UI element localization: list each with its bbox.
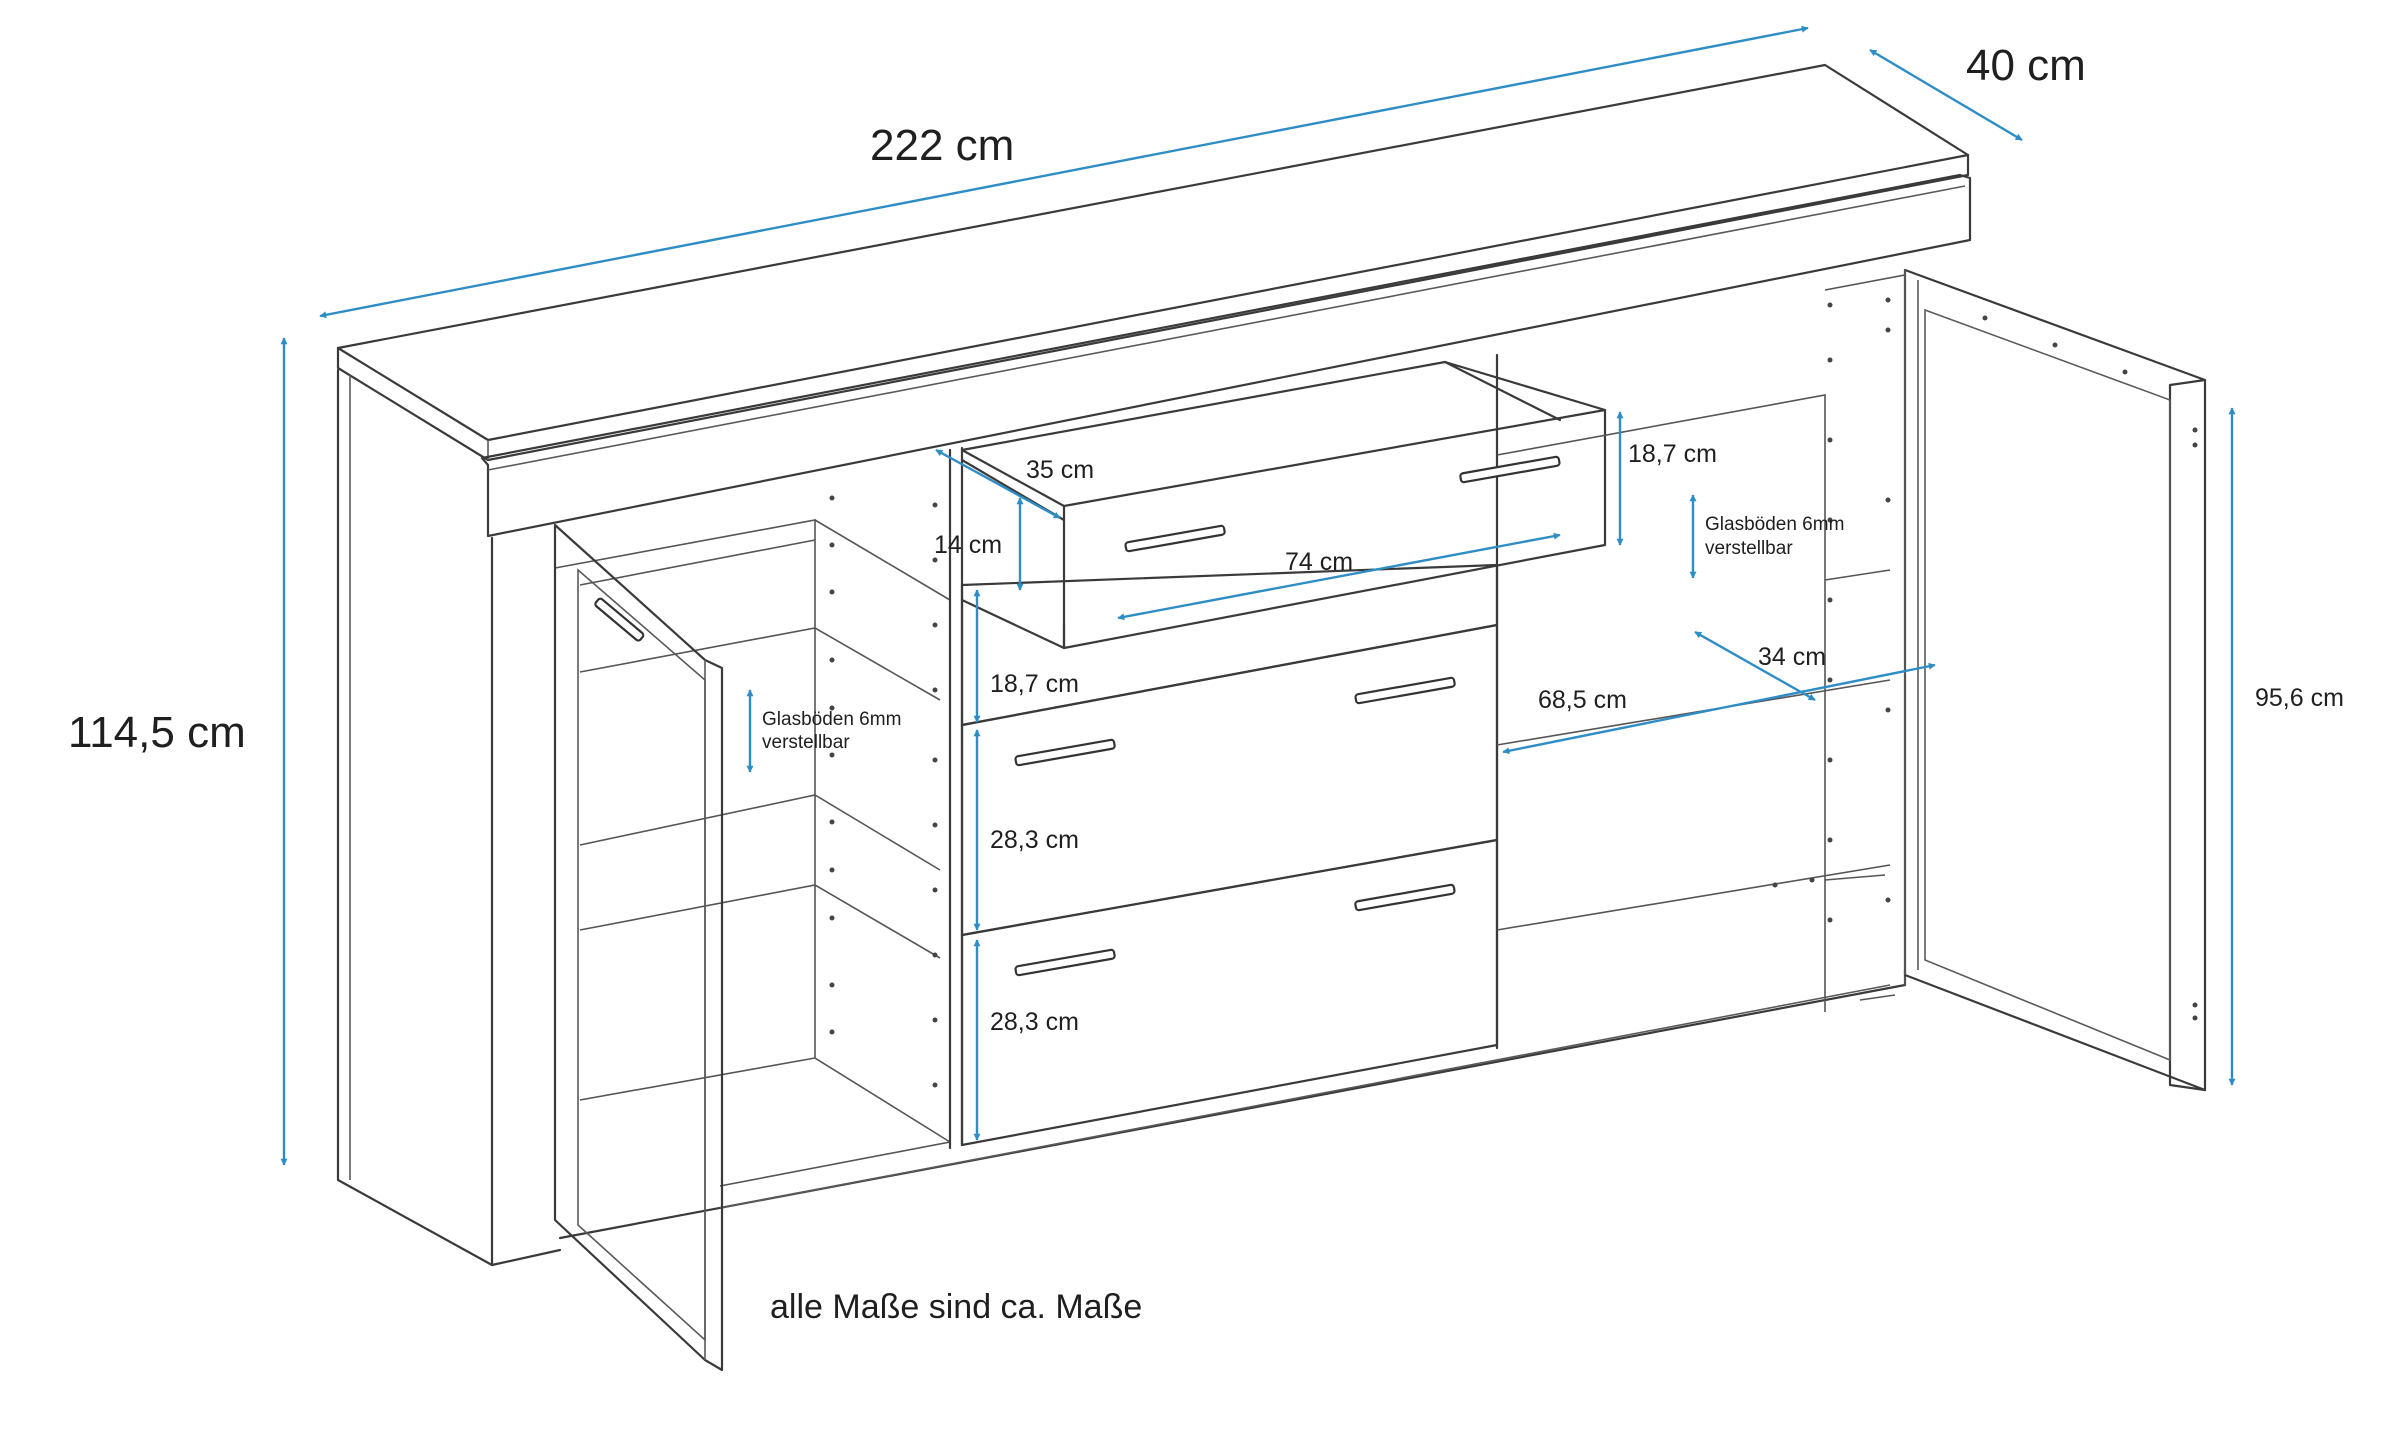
top-plate [336,63,1970,442]
sideboard-drawing [336,63,2207,1372]
drawer-1-front [1062,408,1607,650]
drawer-1-handle-front [1124,524,1226,553]
left-shelves-label-line1: Glasböden 6mm [762,709,901,730]
drawer-width-line [1117,532,1561,621]
compartment-depth-label: 34 cm [1758,643,1826,671]
drawer-4-handle [1014,948,1116,977]
left-door [553,523,724,1372]
total-width-line [319,25,1809,319]
depth-line [1869,48,2023,142]
right-compartment [1496,274,1906,1012]
shelf-holes [829,297,2198,1088]
drawer-3-handle [1014,738,1116,767]
dimension-lines [280,25,2236,1166]
drawer-2-height-label: 18,7 cm [990,670,1079,698]
drawer-4-front [960,838,1499,1147]
depth-label: 40 cm [1966,41,2086,90]
compartment-width-label: 68,5 cm [1538,686,1627,714]
total-height-label: 114,5 cm [68,708,246,757]
door-height-label: 95,6 cm [2255,684,2344,712]
footnote: alle Maße sind ca. Maße [770,1288,1142,1326]
drawer-1-handle-back [1459,455,1561,484]
drawer-4-handle-top [1354,883,1456,912]
drawer-depth-label: 35 cm [1026,456,1094,484]
left-shelves-label-line2: verstellbar [762,732,850,753]
drawer-1-height-label: 18,7 cm [1628,440,1717,468]
left-side-panel [336,368,494,1267]
drawer-depth-line [935,448,1061,520]
right-shelves-label-line2: verstellbar [1705,538,1793,559]
top-frieze [480,173,1972,538]
left-door-glass [577,568,706,1342]
total-width-label: 222 cm [870,121,1014,170]
compartment-width-line [1502,662,1936,755]
drawer-2-front [960,563,1499,727]
right-door [1903,268,2207,1092]
right-shelves-label-line1: Glasböden 6mm [1705,514,1844,535]
compartment-depth-line [1694,630,1816,702]
dimension-labels: 222 cm 40 cm 114,5 cm 95,6 cm 35 cm 14 c… [68,41,2344,1326]
drawer-3-height-label: 28,3 cm [990,826,1079,854]
drawer-4-height-label: 28,3 cm [990,1008,1079,1036]
right-door-glass [1924,308,2171,1062]
left-door-handle [594,597,645,642]
drawer-3-handle-top [1354,676,1456,705]
drawer-width-label: 74 cm [1285,548,1353,576]
drawer-inner-height-label: 14 cm [934,531,1002,559]
